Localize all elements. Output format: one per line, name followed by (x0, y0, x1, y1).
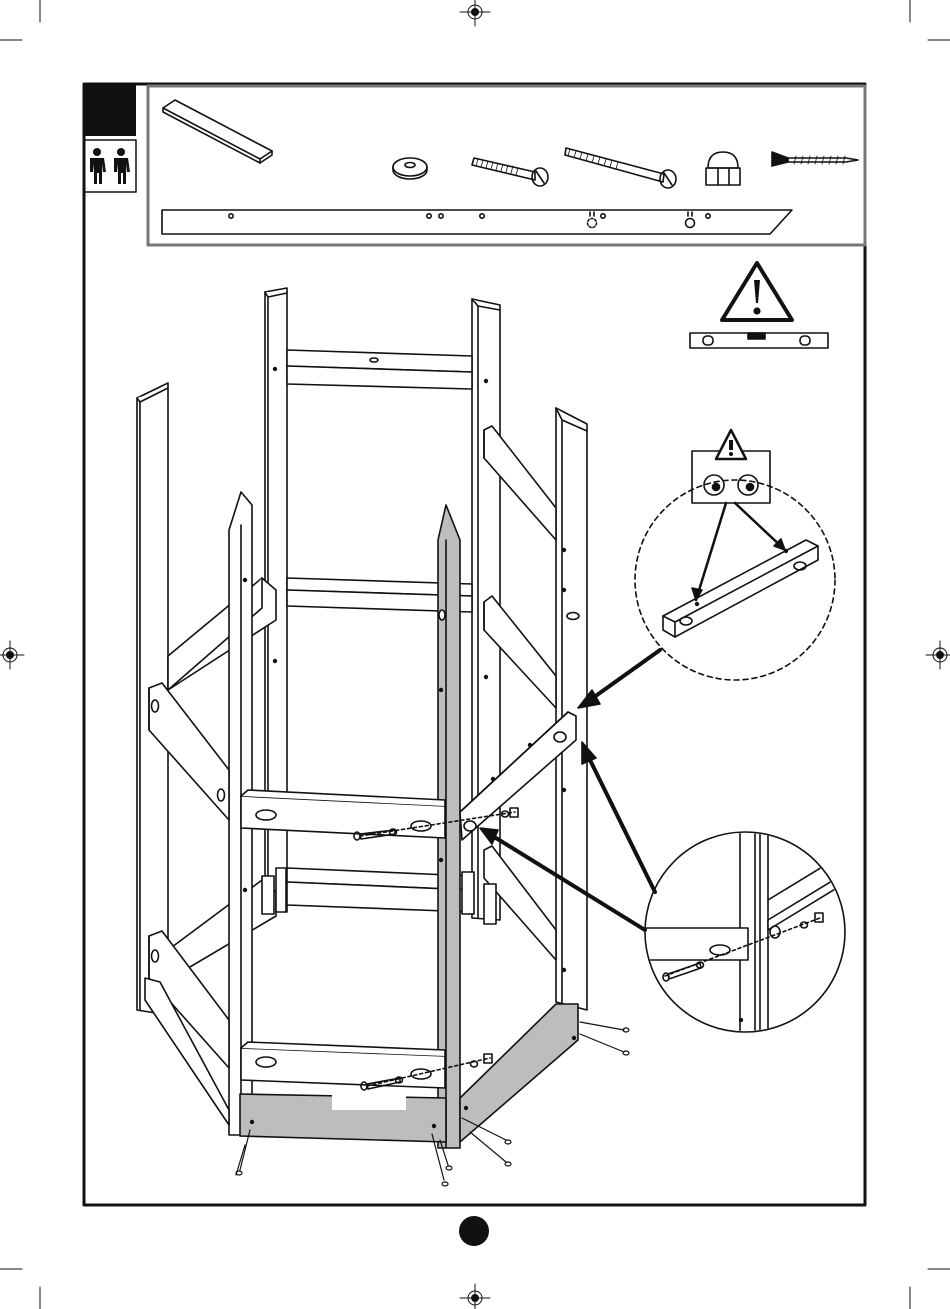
registration-mark-top (460, 0, 490, 26)
short-bolt-part (472, 158, 548, 186)
detail-callout-beam (635, 430, 835, 680)
long-bolt-part (565, 148, 676, 188)
registration-mark-bottom (460, 1284, 490, 1309)
two-people-icon (90, 148, 130, 184)
page-number-dot (459, 1216, 489, 1246)
arrow-to-frame-upper (578, 650, 660, 708)
beam-profile-part (162, 210, 792, 234)
registration-mark-left (0, 641, 24, 669)
screw-part (772, 152, 858, 166)
rail-left-upper (168, 578, 276, 690)
arrow-to-frame-middle (582, 742, 655, 892)
washer-part (393, 158, 427, 179)
registration-mark-right (926, 641, 950, 669)
spirit-level-icon (690, 333, 828, 348)
cap-nut-part (706, 152, 740, 185)
step-badge (84, 84, 136, 136)
panel-bottom-front (240, 1094, 446, 1142)
rail-front-lower (241, 1042, 445, 1088)
detail-callout-joint (640, 830, 850, 1040)
rail-back-top (287, 350, 472, 389)
panel-bottom-right (460, 1004, 578, 1142)
beam-part (163, 100, 272, 163)
warning-triangle-icon (722, 263, 792, 320)
post-right-far (556, 408, 587, 1010)
